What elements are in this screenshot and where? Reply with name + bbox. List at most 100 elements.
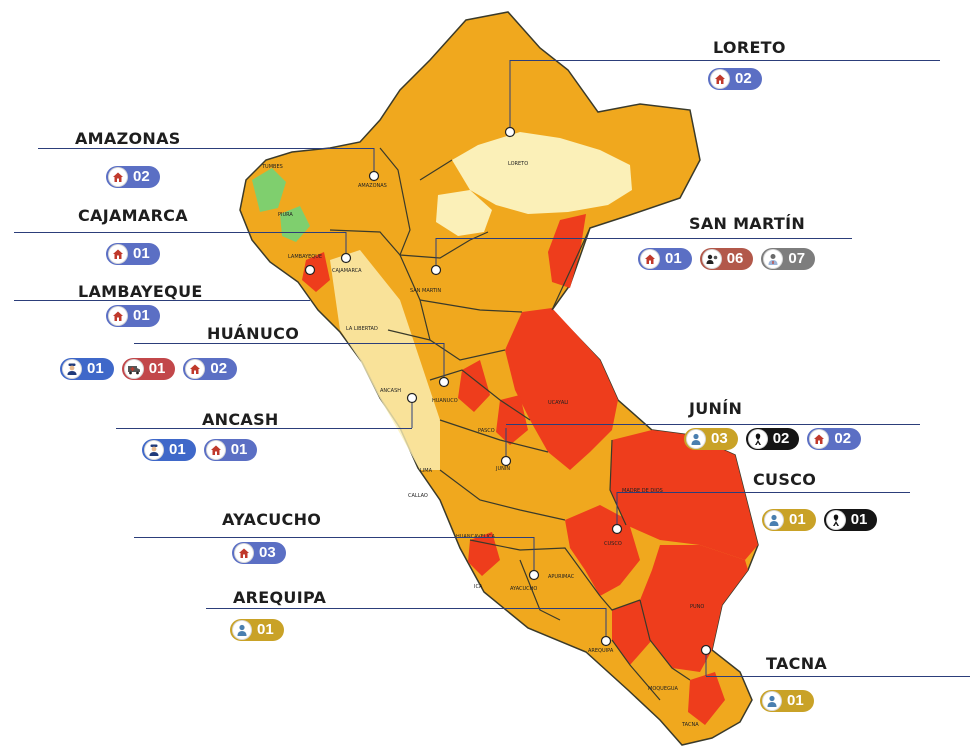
badge-row-cajamarca: 01 — [106, 243, 160, 265]
badge-row-tacna: 01 — [760, 690, 814, 712]
cusco-ribbon-badge: 01 — [823, 509, 878, 531]
map-label-loreto: LORETO — [508, 161, 528, 167]
region-label-junin: JUNÍN — [689, 399, 743, 418]
badge-count: 01 — [148, 360, 166, 377]
red-zone-north — [548, 214, 586, 288]
department-borders — [329, 147, 691, 701]
red-zone-lambayeque — [302, 252, 330, 292]
lambayeque-home-badge: 01 — [106, 305, 160, 327]
badge-count: 03 — [259, 544, 276, 561]
red-zone-ica — [468, 532, 500, 576]
map-label-ayacucho: AYACUCHO — [510, 586, 537, 592]
red-zone-madre-de-dios — [610, 430, 758, 560]
badge-count: 01 — [87, 360, 104, 377]
badge-row-ancash: 01 01 — [142, 439, 258, 461]
marker-san-martin — [430, 264, 442, 276]
map-label-pasco: PASCO — [478, 428, 495, 434]
marker-tacna — [700, 644, 712, 656]
badge-count: 01 — [850, 511, 868, 528]
house-icon — [710, 69, 730, 89]
badge-row-lambayeque: 01 — [106, 305, 160, 327]
region-label-huanuco: HUÁNUCO — [207, 324, 300, 343]
junin-home-badge: 02 — [807, 428, 862, 450]
badge-count: 01 — [133, 307, 150, 324]
map-label-ica: ICA — [474, 584, 483, 590]
badge-count: 02 — [834, 430, 852, 447]
map-label-callao: CALLAO — [408, 493, 428, 499]
leader-line-cusco — [617, 492, 910, 493]
map-label-puno: PUNO — [690, 604, 704, 610]
region-label-amazonas: AMAZONAS — [75, 129, 181, 148]
green-zone-piura — [280, 206, 310, 242]
map-label-san-martin: SAN MARTIN — [410, 288, 441, 294]
map-label-lambayeque: LAMBAYEQUE — [288, 254, 322, 260]
house-icon — [234, 543, 254, 563]
leader-line-ancash — [116, 428, 412, 429]
map-label-ancash: ANCASH — [380, 388, 401, 394]
cajamarca-home-badge: 01 — [106, 243, 160, 265]
leader-line-lambayeque — [14, 300, 310, 301]
map-label-cusco: CUSCO — [604, 541, 622, 547]
ayacucho-home-badge: 03 — [232, 542, 286, 564]
badge-row-loreto: 02 — [708, 68, 762, 90]
amazonas-home-badge: 02 — [106, 166, 160, 188]
ancash-police-badge: 01 — [142, 439, 196, 461]
leader-line-huanuco — [134, 343, 444, 344]
badge-count: 02 — [772, 430, 790, 447]
ancash-home-badge: 01 — [203, 439, 258, 461]
map-label-madre-de-dios: MADRE DE DIOS — [622, 488, 663, 494]
house-icon — [205, 440, 226, 460]
badge-count: 01 — [665, 250, 682, 267]
leader-line-amazonas — [38, 148, 374, 149]
police-icon — [62, 359, 82, 379]
badge-row-san-martin: 01 06 07 — [638, 248, 816, 270]
leader-line-loreto — [510, 60, 940, 61]
red-zone-puno — [640, 545, 748, 672]
leader-line-cajamarca — [14, 232, 346, 233]
huanuco-police-badge: 01 — [60, 358, 114, 380]
map-label-la-libertad: LA LIBERTAD — [346, 326, 378, 332]
loreto-home-badge: 02 — [708, 68, 762, 90]
map-label-ucayali: UCAYALI — [548, 400, 569, 406]
region-label-san-martin: SAN MARTÍN — [689, 214, 806, 233]
badge-count: 01 — [789, 511, 806, 528]
badge-count: 01 — [787, 692, 804, 709]
badge-count: 02 — [735, 70, 752, 87]
leader-line-tacna — [706, 676, 970, 677]
ambulance-icon — [123, 359, 144, 379]
badge-count: 01 — [230, 441, 248, 458]
map-label-cajamarca: CAJAMARCA — [332, 268, 362, 274]
region-label-lambayeque: LAMBAYEQUE — [78, 282, 203, 301]
house-icon — [108, 244, 128, 264]
san-martin-meeting-badge: 06 — [699, 248, 754, 270]
loreto-pale-area — [452, 132, 632, 214]
green-zone-tumbes — [252, 168, 286, 212]
badge-row-huanuco: 01 01 02 — [60, 358, 238, 380]
region-label-ancash: ANCASH — [202, 410, 279, 429]
leader-line-san-martin — [436, 238, 852, 239]
marker-huanuco — [438, 376, 450, 388]
red-zone-ucayali — [505, 308, 618, 470]
person-icon — [232, 620, 252, 640]
house-icon — [108, 167, 128, 187]
marker-arequipa — [600, 635, 612, 647]
map-label-amazonas: AMAZONAS — [358, 183, 387, 189]
region-label-loreto: LORETO — [713, 38, 786, 57]
tacna-person-gold-badge: 01 — [760, 690, 814, 712]
red-zone-arequipa — [612, 600, 652, 665]
house-icon — [185, 359, 206, 379]
san-martin-doctor-badge: 07 — [761, 248, 816, 270]
map-label-lima: LIMA — [420, 468, 433, 474]
map-label-junin: JUNIN — [495, 466, 510, 472]
badge-count: 07 — [788, 250, 806, 267]
marker-ayacucho — [528, 569, 540, 581]
leader-line-arequipa — [206, 608, 606, 609]
map-label-tumbes: TUMBES — [261, 164, 283, 170]
marker-amazonas — [368, 170, 380, 182]
doctor-icon — [763, 249, 784, 269]
badge-count: 02 — [210, 360, 228, 377]
map-label-tacna: TACNA — [681, 722, 699, 728]
map-label-huanuco: HUANUCO — [432, 398, 458, 404]
red-zone-tacna — [688, 672, 725, 725]
region-label-ayacucho: AYACUCHO — [222, 510, 322, 529]
